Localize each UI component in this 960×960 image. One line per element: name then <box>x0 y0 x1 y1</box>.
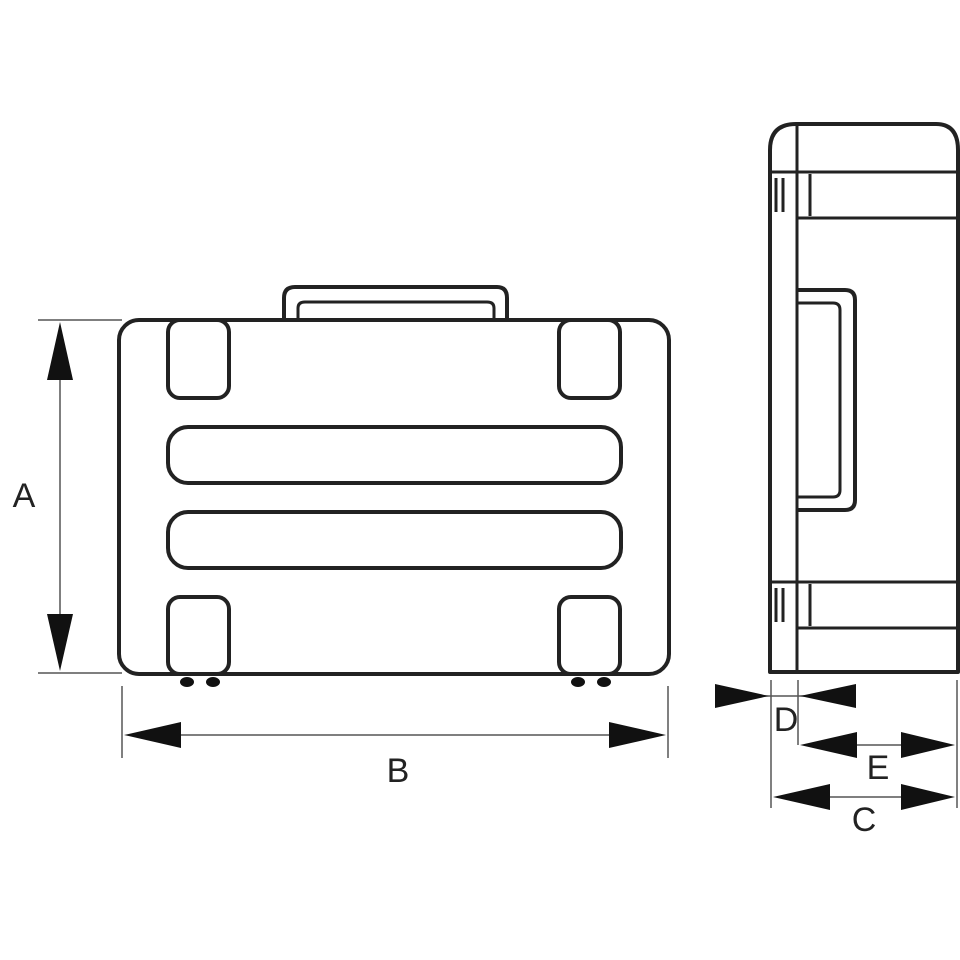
dimension-label-d: D <box>774 701 799 739</box>
arrowhead-up <box>47 322 73 380</box>
rib-lower <box>166 510 623 570</box>
arrowhead-d-right <box>715 684 769 708</box>
case-body-side <box>768 122 960 674</box>
arrowhead-c-left <box>773 784 830 810</box>
strap-bottom <box>770 580 958 630</box>
dimension-d: D <box>715 680 856 808</box>
dimension-c: C <box>773 784 955 839</box>
dimension-label-b: B <box>387 752 410 790</box>
dimension-label-a: A <box>13 477 36 515</box>
arrowhead-d-left <box>800 684 856 708</box>
dimension-label-e: E <box>867 749 890 787</box>
rib-upper <box>166 425 623 485</box>
dimension-label-c: C <box>852 801 877 839</box>
arrowhead-down <box>47 614 73 671</box>
arrowhead-right <box>609 722 666 748</box>
side-handle <box>797 288 857 512</box>
arrowhead-c-right <box>901 784 955 810</box>
side-view <box>768 122 960 674</box>
dimension-b: B <box>121 686 669 790</box>
case-body-front <box>117 318 671 676</box>
arrowhead-e-left <box>800 732 857 758</box>
corner-pad-top-right <box>557 318 622 400</box>
corner-pad-top-left <box>166 318 231 400</box>
arrowhead-e-right <box>901 732 955 758</box>
carry-handle <box>282 285 509 320</box>
front-view <box>117 285 671 687</box>
feet <box>180 677 611 687</box>
strap-top <box>770 170 958 220</box>
dimension-a: A <box>13 319 122 674</box>
dimension-e: E <box>800 680 958 808</box>
corner-pad-bottom-right <box>557 595 622 676</box>
arrowhead-left <box>124 722 181 748</box>
corner-pad-bottom-left <box>166 595 231 676</box>
